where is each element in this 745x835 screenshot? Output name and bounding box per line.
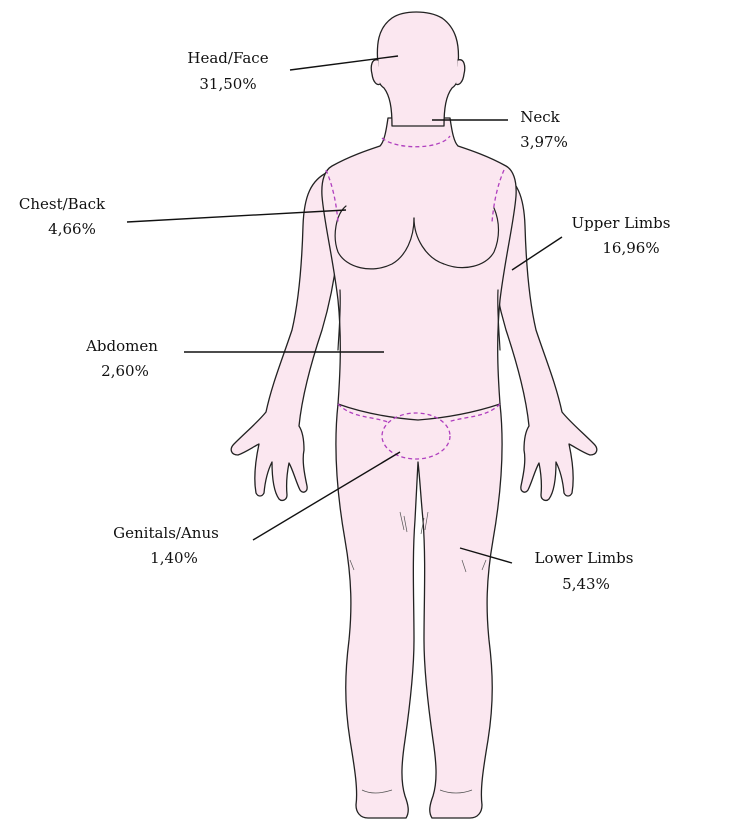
torso [322, 118, 516, 420]
label-upper-limbs-name: Upper Limbs [572, 214, 671, 232]
label-abdomen-name: Abdomen [85, 337, 158, 355]
label-neck-percent: 3,97% [520, 133, 568, 151]
label-head-face-percent: 31,50% [199, 75, 256, 93]
label-upper-limbs-percent: 16,96% [602, 239, 659, 257]
label-genitals-anus-percent: 1,40% [150, 549, 198, 567]
left-arm [231, 172, 340, 500]
neck-head [377, 12, 459, 126]
label-chest-back-name: Chest/Back [19, 195, 106, 213]
label-abdomen-percent: 2,60% [101, 362, 149, 380]
label-chest-back-percent: 4,66% [48, 220, 96, 238]
label-lower-limbs-name: Lower Limbs [535, 549, 634, 567]
label-genitals-anus-name: Genitals/Anus [113, 524, 219, 542]
legs [336, 404, 502, 818]
label-lower-limbs-percent: 5,43% [562, 575, 610, 593]
label-neck-name: Neck [520, 108, 560, 126]
label-head-face-name: Head/Face [187, 49, 268, 67]
